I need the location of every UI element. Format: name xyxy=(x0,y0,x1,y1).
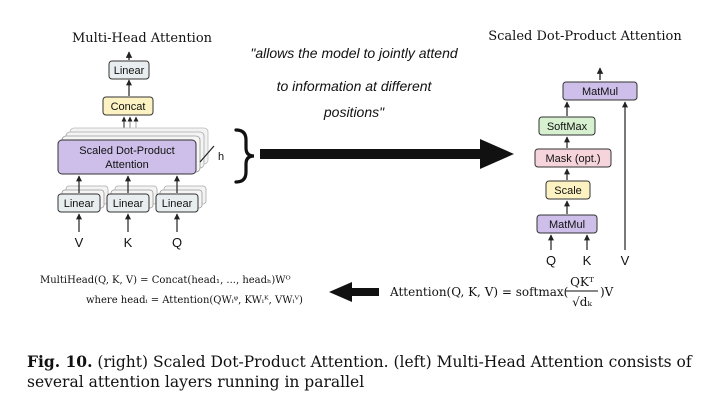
attention-formula-right: )V xyxy=(600,285,614,299)
figure-label: Fig. 10. xyxy=(27,352,93,371)
mh-concat-box xyxy=(102,96,154,116)
mh-input-v: V xyxy=(75,235,84,250)
sd-matmul-bottom-box xyxy=(536,214,598,234)
mh-linear-q-box xyxy=(155,193,199,213)
mh-sdpa-label-2: Attention xyxy=(105,159,148,171)
figure-caption-text: (right) Scaled Dot-Product Attention. (l… xyxy=(27,353,692,391)
attention-formula: Attention(Q, K, V) = softmax( QKᵀ √dₖ )V xyxy=(389,275,614,309)
sd-input-q: Q xyxy=(546,253,556,268)
sd-input-k: K xyxy=(583,253,592,268)
mh-linear-q-label: Linear xyxy=(162,198,193,210)
sd-matmul-bottom-label: MatMul xyxy=(549,219,585,231)
quote-line-3: positions" xyxy=(323,104,385,120)
multihead-formula-line-1: MultiHead(Q, K, V) = Concat(head₁, ..., … xyxy=(40,275,291,286)
sd-matmul-top-label: MatMul xyxy=(582,86,618,98)
mh-input-k: K xyxy=(124,235,133,250)
mh-linear-k-label: Linear xyxy=(113,198,144,210)
attention-formula-left: Attention(Q, K, V) = softmax( xyxy=(389,285,568,299)
curly-brace xyxy=(234,128,255,184)
sd-mask-label: Mask (opt.) xyxy=(545,153,600,165)
big-right-arrow xyxy=(260,139,514,169)
quote-line-2: to information at different xyxy=(277,78,433,94)
mh-input-q: Q xyxy=(172,235,182,250)
attention-formula-numerator: QKᵀ xyxy=(570,275,594,289)
sd-input-v: V xyxy=(621,253,630,268)
big-left-arrow xyxy=(329,282,379,302)
quote-line-1: "allows the model to jointly attend xyxy=(250,45,459,61)
sd-softmax-box xyxy=(538,116,596,136)
sd-scale-label: Scale xyxy=(554,185,582,197)
sd-mask-box xyxy=(534,148,612,168)
mh-linear-v-box xyxy=(57,193,101,213)
attention-diagram: Multi-Head Attention Linear Concat Scale… xyxy=(40,29,682,309)
mh-linear-top-label: Linear xyxy=(114,65,145,77)
mh-sdpa-label-1: Scaled Dot-Product xyxy=(79,145,174,157)
sd-matmul-top-box xyxy=(562,81,638,101)
multihead-formula-line-2: where headᵢ = Attention(QWᵢᵠ, KWᵢᴷ, VWᵢⱽ… xyxy=(86,295,303,306)
figure-caption: Fig. 10. (right) Scaled Dot-Product Atte… xyxy=(27,352,707,392)
attention-formula-denominator: √dₖ xyxy=(572,295,592,309)
multi-head-title: Multi-Head Attention xyxy=(72,31,213,46)
mh-h-slash xyxy=(199,145,215,163)
mh-linear-top-box xyxy=(108,60,150,80)
sd-scale-box xyxy=(545,180,591,200)
mh-sdpa-box xyxy=(57,139,197,175)
mh-linear-k-box xyxy=(106,193,150,213)
scaled-title: Scaled Dot-Product Attention xyxy=(488,29,682,44)
mh-linear-v-label: Linear xyxy=(64,198,95,210)
mh-h-label: h xyxy=(218,151,224,163)
mh-concat-label: Concat xyxy=(111,101,146,113)
sd-softmax-label: SoftMax xyxy=(547,121,588,133)
